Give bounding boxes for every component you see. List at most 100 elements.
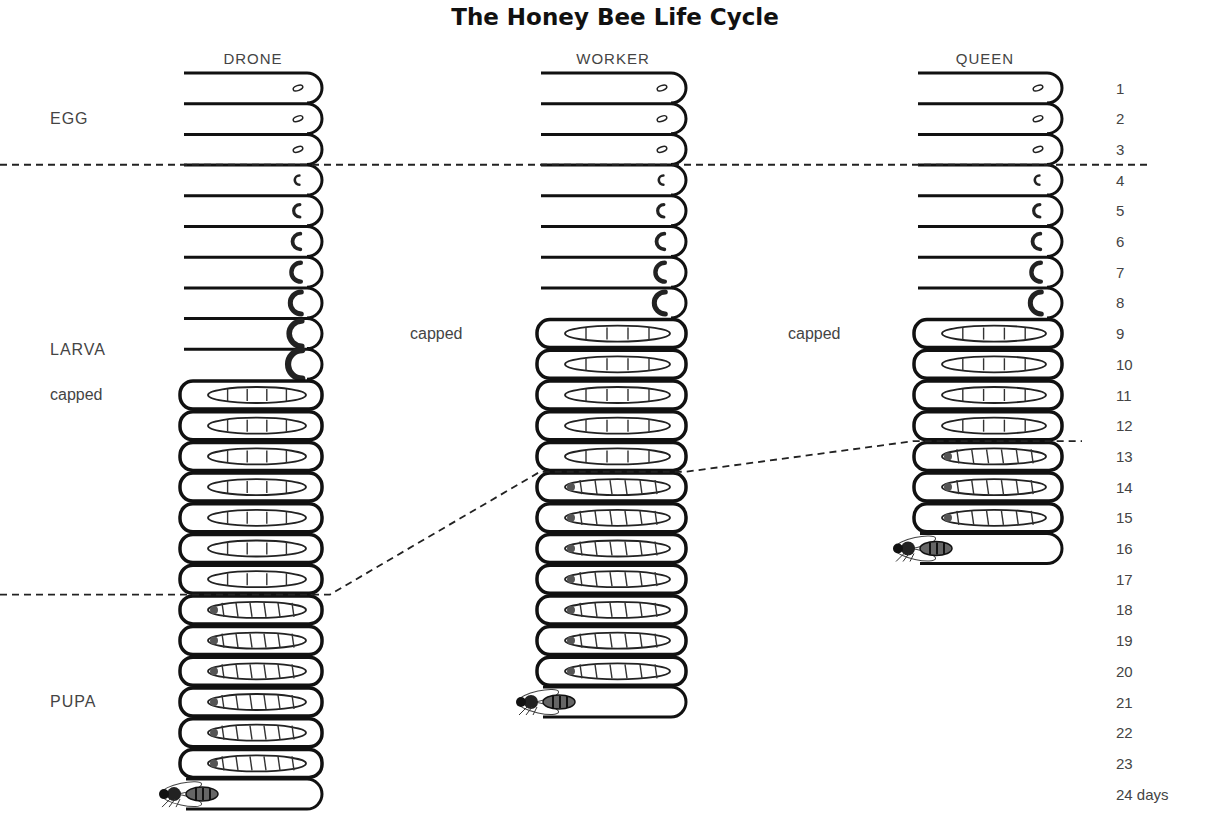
open-cell <box>541 288 686 318</box>
body-segment <box>227 543 228 555</box>
egg-shape <box>292 145 303 153</box>
bee-stripe <box>559 696 561 708</box>
day-number: 14 <box>1116 479 1133 496</box>
pupa-eye <box>210 759 218 767</box>
pupa-shape <box>208 663 306 679</box>
bee-stripe <box>943 543 945 555</box>
open-cell <box>541 165 686 195</box>
body-segment <box>585 420 586 432</box>
pupa-shape <box>208 602 306 618</box>
day-number: 16 <box>1116 540 1133 557</box>
day-number: 2 <box>1116 110 1124 127</box>
body-segment <box>227 573 228 585</box>
body-segment <box>972 449 974 463</box>
body-segment <box>972 480 974 494</box>
open-cell <box>541 134 686 164</box>
prepupa-shape <box>565 326 670 342</box>
prepupa-shape <box>942 418 1046 434</box>
egg-shape <box>292 84 303 92</box>
pupa-eye <box>944 452 952 460</box>
body-segment <box>627 389 628 401</box>
body-segment <box>580 634 582 648</box>
pupa-shape <box>565 602 670 618</box>
body-segment <box>627 450 628 462</box>
prepupa-shape <box>565 418 670 434</box>
bee-leg <box>169 799 175 807</box>
prepupa-shape <box>565 387 670 403</box>
bee-stripe <box>929 543 931 555</box>
body-segment <box>580 664 582 678</box>
bee-leg <box>910 554 914 562</box>
bee-thorax <box>167 787 181 801</box>
capped-cell <box>537 320 686 348</box>
bee-stripe <box>209 788 211 800</box>
day-number: 5 <box>1116 202 1124 219</box>
body-segment <box>595 480 597 494</box>
body-segment <box>610 664 612 678</box>
body-segment <box>1031 511 1033 525</box>
capped-cell <box>180 473 322 501</box>
column-header: QUEEN <box>956 50 1014 67</box>
open-cell <box>541 257 686 287</box>
body-segment <box>640 480 642 494</box>
capped-cell <box>537 596 686 624</box>
pupa-shape <box>942 479 1046 495</box>
day-number: 8 <box>1116 294 1124 311</box>
body-segment <box>585 328 586 340</box>
open-cell <box>184 134 322 164</box>
body-segment <box>625 480 627 494</box>
body-segment <box>292 756 294 770</box>
larva-shape <box>1030 292 1041 314</box>
capped-cell <box>914 381 1062 409</box>
prepupa-shape <box>565 448 670 464</box>
body-segment <box>222 664 224 678</box>
body-segment <box>625 634 627 648</box>
stage-note: capped <box>50 386 103 404</box>
stage-note: capped <box>410 325 463 343</box>
capped-cell <box>537 535 686 563</box>
day-number: 4 <box>1116 172 1124 189</box>
prepupa-shape <box>942 387 1046 403</box>
larva-shape <box>655 263 664 282</box>
capped-cell <box>180 688 322 716</box>
day-number: 22 <box>1116 724 1133 741</box>
body-segment <box>246 481 247 493</box>
body-segment <box>246 450 247 462</box>
bee-leg <box>519 707 527 715</box>
day-number: 9 <box>1116 325 1124 342</box>
egg-shape <box>1032 115 1043 123</box>
bee-head <box>516 697 526 707</box>
open-cell <box>918 257 1062 287</box>
body-segment <box>222 756 224 770</box>
body-segment <box>957 449 959 463</box>
body-segment <box>983 389 984 401</box>
body-segment <box>655 480 657 494</box>
body-segment <box>595 664 597 678</box>
larva-shape <box>1035 176 1040 185</box>
body-segment <box>1004 328 1005 340</box>
body-segment <box>246 543 247 555</box>
body-segment <box>625 664 627 678</box>
body-segment <box>580 572 582 586</box>
day-number: 10 <box>1116 356 1133 373</box>
body-segment <box>264 634 266 648</box>
open-cell <box>541 104 686 134</box>
open-cell <box>541 73 686 103</box>
body-segment <box>1024 389 1025 401</box>
diagram-title: The Honey Bee Life Cycle <box>451 4 779 30</box>
capped-cell <box>180 627 322 655</box>
pupa-shape <box>942 448 1046 464</box>
capped-cell <box>537 473 686 501</box>
larva-shape <box>658 205 664 217</box>
prepupa-shape <box>208 571 306 587</box>
body-segment <box>250 695 252 709</box>
capped-cell <box>537 504 686 532</box>
body-segment <box>655 511 657 525</box>
stage-label: PUPA <box>50 693 96 711</box>
larva-shape <box>295 176 300 185</box>
body-segment <box>266 420 267 432</box>
egg-shape <box>292 115 303 123</box>
emerged-cell <box>920 534 1062 564</box>
body-segment <box>610 572 612 586</box>
bee-head <box>893 544 903 554</box>
